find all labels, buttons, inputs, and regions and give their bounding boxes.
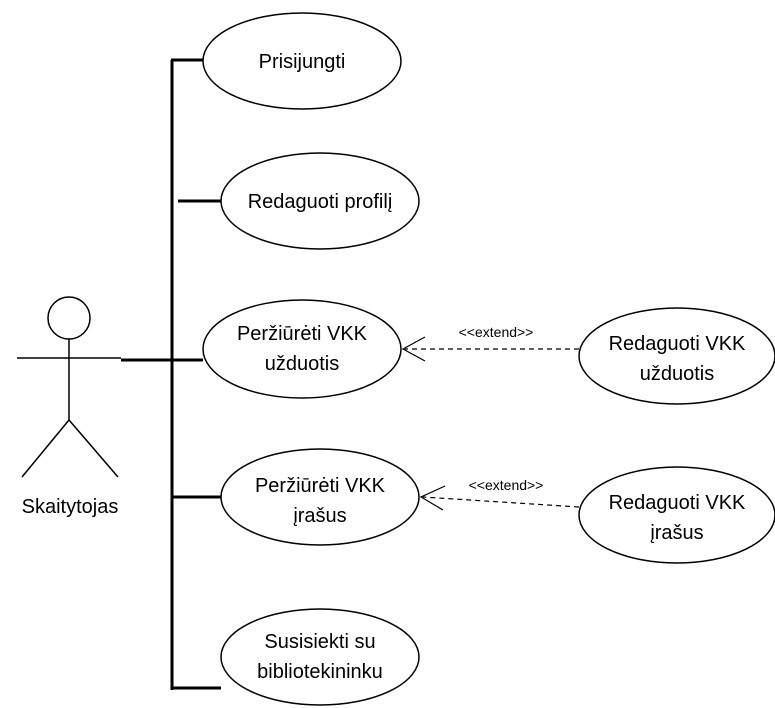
actor-left-leg xyxy=(21,419,70,478)
usecase-label-susisiekti-1: Susisiekti su xyxy=(264,631,375,653)
extend-arrowhead xyxy=(401,336,426,362)
actor-right-leg xyxy=(68,419,119,478)
usecase-redaguoti-irasus[interactable] xyxy=(578,466,775,564)
actor-skaitytojas[interactable] xyxy=(17,296,121,478)
extend-relation-uzduotis xyxy=(401,336,579,362)
usecase-label-redaguoti-uzduotis-1: Redaguoti VKK xyxy=(609,333,746,355)
usecase-susisiekti[interactable] xyxy=(220,608,420,706)
usecase-label-prisijungti: Prisijungti xyxy=(259,51,346,73)
usecase-label-redaguoti-uzduotis-2: užduotis xyxy=(640,363,715,385)
extend-label-2: <<extend>> xyxy=(469,477,544,493)
actor-label: Skaitytojas xyxy=(22,496,119,518)
usecase-label-redaguoti-irasus-2: įrašus xyxy=(650,522,703,544)
extend-dashed-line xyxy=(422,496,580,508)
actor-head xyxy=(47,296,91,340)
usecase-label-perziureti-irasus-1: Peržiūrėti VKK xyxy=(255,475,386,497)
extend-relation-irasus xyxy=(419,485,580,511)
usecase-redaguoti-uzduotis[interactable] xyxy=(578,307,775,405)
usecase-perziureti-uzduotis[interactable] xyxy=(202,299,402,399)
usecase-perziureti-irasus[interactable] xyxy=(220,448,420,546)
usecase-label-perziureti-uzduotis-1: Peržiūrėti VKK xyxy=(237,323,368,345)
usecase-redaguoti-profili[interactable] xyxy=(220,152,420,250)
usecase-label-perziureti-irasus-2: įrašus xyxy=(293,505,346,527)
usecase-label-redaguoti-profili: Redaguoti profilį xyxy=(248,191,393,213)
extend-label-1: <<extend>> xyxy=(459,324,534,340)
association-lines xyxy=(121,58,221,690)
usecase-label-perziureti-uzduotis-2: užduotis xyxy=(265,353,340,375)
usecase-prisijungti[interactable] xyxy=(202,12,402,110)
usecase-label-redaguoti-irasus-1: Redaguoti VKK xyxy=(609,492,746,514)
extend-arrowhead xyxy=(419,485,446,511)
usecase-label-susisiekti-2: bibliotekininku xyxy=(257,661,383,683)
